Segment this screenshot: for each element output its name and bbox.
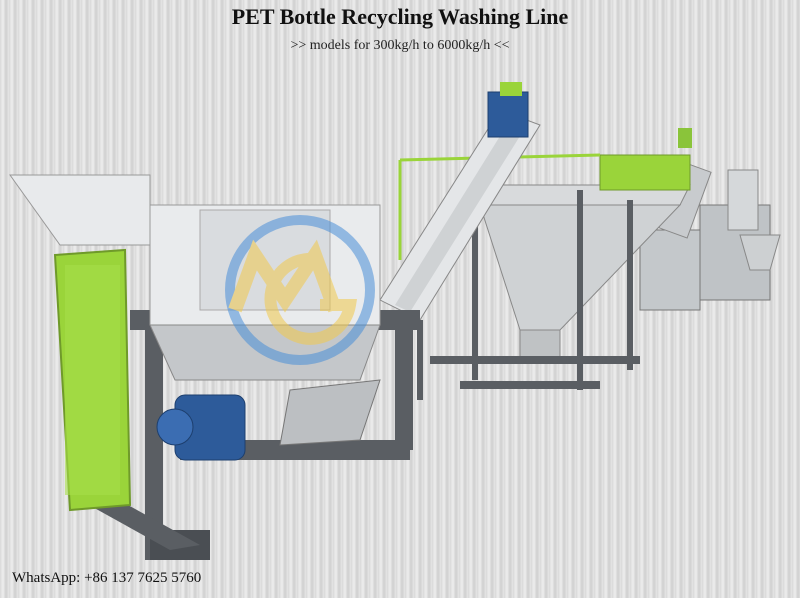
page-title: PET Bottle Recycling Washing Line [231,4,569,29]
washing-tank [398,153,691,390]
green-belt-cover [53,248,132,512]
whatsapp-contact: WhatsApp: +86 137 7625 5760 [12,570,202,586]
screw-conveyor [379,82,541,400]
mg-logo-watermark [225,215,375,365]
crusher-motor [156,394,246,461]
far-right-machines [639,128,781,311]
page-subtitle: >> models for 300kg/h to 6000kg/h << [290,38,510,53]
